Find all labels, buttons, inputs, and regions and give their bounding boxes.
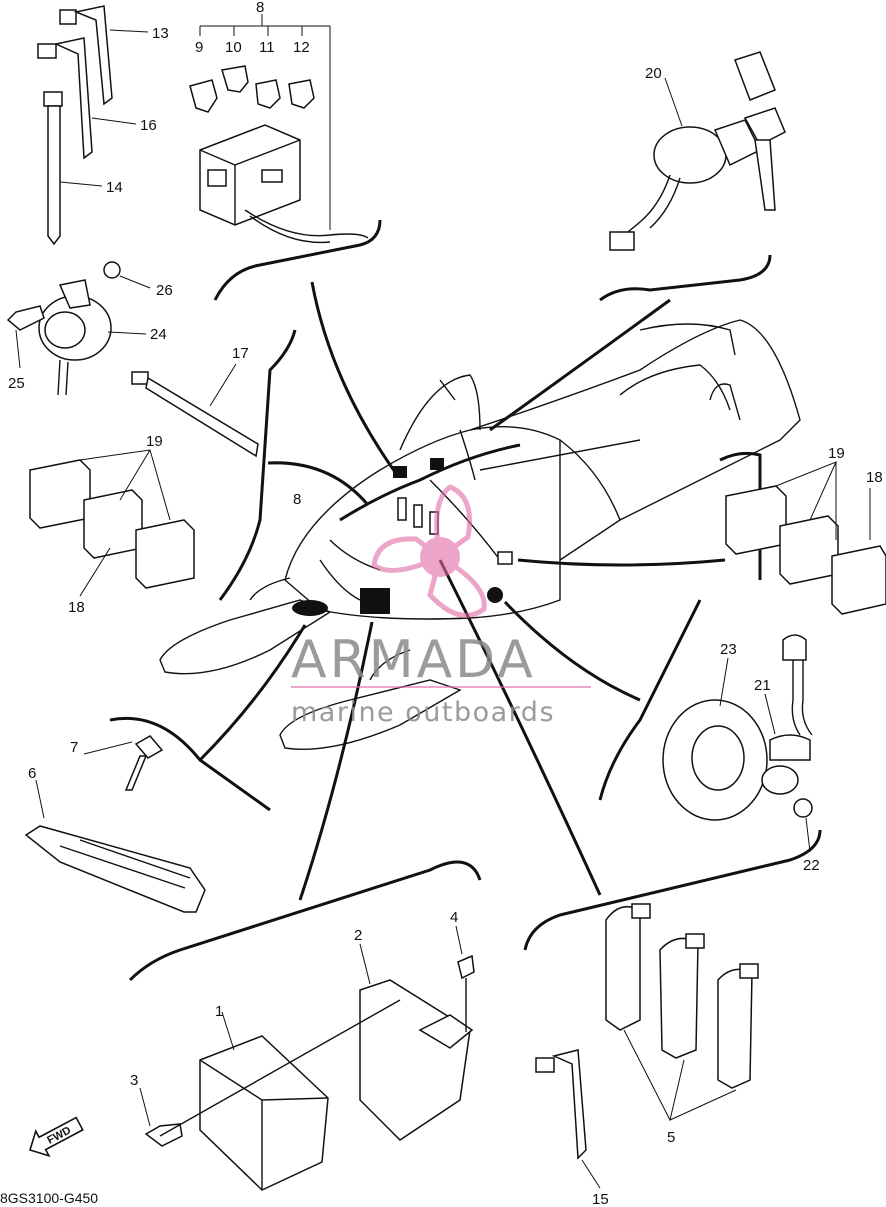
part-label-11: 11 — [259, 39, 275, 56]
fwd-label: FWD — [45, 1124, 73, 1146]
part-label-16: 16 — [140, 117, 157, 134]
part-label-15: 15 — [592, 1191, 609, 1207]
part-label-4: 4 — [450, 909, 458, 926]
callout-brackets — [109, 219, 822, 982]
part-label-18-right: 18 — [866, 469, 883, 486]
battery-tray — [24, 735, 206, 913]
part-label-7: 7 — [70, 739, 78, 756]
cdi-unit-assembly — [139, 925, 475, 1191]
part-label-3: 3 — [130, 1072, 138, 1089]
connector-set-left — [29, 449, 195, 597]
part-label-8-top: 8 — [256, 0, 264, 16]
part-label-26: 26 — [156, 282, 173, 299]
fwd-direction-badge: FWD — [29, 1116, 84, 1158]
snowmobile-illustration — [159, 319, 801, 751]
part-label-19-right: 19 — [828, 445, 845, 462]
pickup-assembly — [662, 634, 813, 853]
part-label-23: 23 — [720, 641, 737, 658]
part-label-20: 20 — [645, 65, 662, 82]
part-number-labels: 8 9 10 11 12 13 16 14 20 26 24 25 17 19 … — [8, 0, 883, 1207]
part-label-8-mid: 8 — [293, 491, 301, 508]
fuse-box-assembly — [189, 14, 369, 244]
part-label-17: 17 — [232, 345, 249, 362]
part-label-9: 9 — [195, 39, 203, 56]
part-label-14: 14 — [106, 179, 123, 196]
part-label-10: 10 — [225, 39, 242, 56]
part-label-24: 24 — [150, 326, 167, 343]
part-label-1: 1 — [215, 1003, 223, 1020]
part-label-2: 2 — [354, 927, 362, 944]
harness-connectors — [292, 458, 513, 616]
part-label-6: 6 — [28, 765, 36, 782]
diagram-code: 8GS3100-G450 — [0, 1190, 98, 1206]
part-label-12: 12 — [293, 39, 310, 56]
brand-name: ARMADA — [291, 630, 536, 690]
main-switch — [609, 51, 786, 251]
brand-watermark: ARMADA marine outboards — [291, 484, 591, 728]
part-label-21: 21 — [754, 677, 771, 694]
connector-set-right — [725, 461, 886, 615]
part-label-19-left: 19 — [146, 433, 163, 450]
part-label-5: 5 — [667, 1129, 675, 1146]
cable-tie-17 — [131, 363, 259, 458]
part-label-13: 13 — [152, 25, 169, 42]
propeller-logo — [371, 484, 487, 618]
ignition-coils — [535, 903, 759, 1189]
part-label-22: 22 — [803, 857, 820, 874]
cable-ties — [37, 5, 149, 246]
brand-tagline: marine outboards — [291, 697, 555, 728]
horn-assembly — [6, 261, 151, 396]
part-label-25: 25 — [8, 375, 25, 392]
part-label-18-left: 18 — [68, 599, 85, 616]
